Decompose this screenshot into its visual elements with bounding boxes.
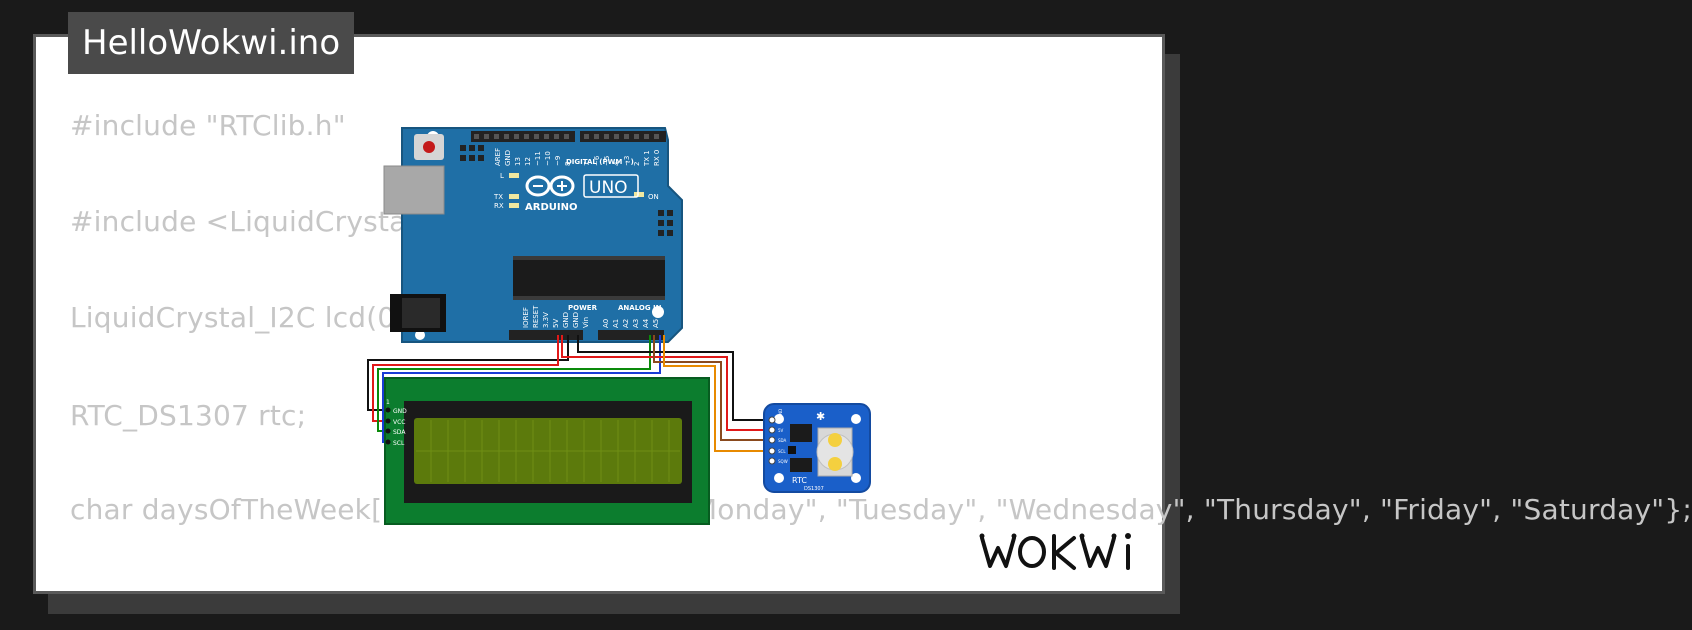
pin-label-5v: 5V xyxy=(552,319,560,328)
pin-label-3v3: 3.3V xyxy=(542,312,550,328)
pin-label-11: ~11 xyxy=(534,151,542,166)
wire-rtc-sda xyxy=(653,335,766,441)
pin-label-a1: A1 xyxy=(612,319,620,328)
code-line-4: RTC_DS1307 rtc; xyxy=(70,399,307,432)
pin-label-8: 8 xyxy=(564,162,572,166)
lcd-pin-vcc-label: VCC xyxy=(393,419,405,426)
rtc-pin-sda-label: SDA xyxy=(778,438,787,443)
pin-label-12: 12 xyxy=(524,157,532,166)
rtc-pin-scl-label: SCL xyxy=(778,449,786,454)
arduino-uno-board: AREF GND 13 12 ~11 ~10 ~9 8 7 ~6 ~5 4 ~3… xyxy=(383,127,683,343)
digital-header-label: DIGITAL (PWM ~) xyxy=(566,158,634,166)
code-line-1: #include "RTClib.h" xyxy=(70,109,346,142)
led-on xyxy=(634,192,644,197)
lcd-pin-sda-label: SDA xyxy=(393,429,406,436)
led-tx xyxy=(509,194,519,199)
pin-label-9: ~9 xyxy=(554,156,562,166)
pin-label-gnd: GND xyxy=(504,150,512,166)
pin-label-aref: AREF xyxy=(494,148,502,166)
pin-label-4: 4 xyxy=(613,161,621,166)
pin-label-13: 13 xyxy=(514,157,522,166)
pin-label-a0: A0 xyxy=(602,319,610,328)
pin-label-5: ~5 xyxy=(603,156,611,166)
rtc-ds1307-module: ✱ GND 5V SDA SCL SQW RTC DS1307 xyxy=(763,403,871,493)
pin-label-a5: A5 xyxy=(652,319,660,328)
lcd-character-grid xyxy=(416,420,680,482)
pin-label-6: ~6 xyxy=(593,155,601,166)
code-line-5: char daysOfTheWeek[7][12] = {"Sunday", "… xyxy=(70,493,1692,526)
pin-label-gnd-2: GND xyxy=(572,312,580,328)
pin-label-2: 2 xyxy=(633,162,641,166)
lcd-pin1-label: 1 xyxy=(386,399,390,406)
wire-rtc-scl xyxy=(663,335,766,452)
wire-rtc-gnd xyxy=(577,335,766,421)
pin-label-a2: A2 xyxy=(622,319,630,328)
atmega-chip xyxy=(513,260,665,296)
led-l xyxy=(509,173,519,178)
arduino-model-label: UNO xyxy=(589,178,628,198)
pin-label-7: 7 xyxy=(583,162,591,166)
rtc-pin-5v-label: 5V xyxy=(778,428,784,433)
pin-label-gnd-1: GND xyxy=(562,312,570,328)
rtc-chip-label: DS1307 xyxy=(804,486,824,492)
lcd-1602-display: 1 GND VCC SDA SCL xyxy=(384,377,710,525)
rtc-pin-sqw-label: SQW xyxy=(778,459,788,464)
led-rx-label: RX xyxy=(494,202,504,210)
wokwi-logo-icon xyxy=(979,533,1131,570)
pin-label-vin: Vin xyxy=(582,317,590,328)
pin-label-ioref: IOREF xyxy=(522,307,530,328)
arduino-brand-label: ARDUINO xyxy=(525,202,577,213)
pin-label-a4: A4 xyxy=(642,318,650,328)
led-l-label: L xyxy=(500,172,504,180)
star-logo-icon: ✱ xyxy=(816,410,825,423)
ds1307-chip xyxy=(790,424,812,442)
circuit-diagram: AREF GND 13 12 ~11 ~10 ~9 8 7 ~6 ~5 4 ~3… xyxy=(367,127,871,525)
lcd-pin-scl-label: SCL xyxy=(393,440,405,447)
pin-label-tx: TX 1 xyxy=(643,150,651,167)
led-tx-label: TX xyxy=(493,193,503,201)
pin-label-a3: A3 xyxy=(632,319,640,328)
arduino-infinity-logo-icon xyxy=(525,175,575,197)
power-header-label: POWER xyxy=(568,304,598,312)
pin-label-reset: RESET xyxy=(532,305,540,328)
usb-port xyxy=(383,165,445,215)
file-title-tab: HelloWokwi.ino xyxy=(68,12,355,74)
pin-label-3: ~3 xyxy=(623,156,631,166)
pin-label-10: ~10 xyxy=(544,151,552,166)
led-rx xyxy=(509,203,519,208)
led-on-label: ON xyxy=(648,193,659,201)
wire-rtc-5v xyxy=(561,335,766,431)
analog-header-label: ANALOG IN xyxy=(618,304,662,312)
pin-label-rx: RX 0 xyxy=(653,150,661,166)
lcd-pin-gnd-label: GND xyxy=(393,408,407,415)
rtc-pin-gnd-label: GND xyxy=(778,409,783,418)
rtc-label: RTC xyxy=(792,476,807,485)
